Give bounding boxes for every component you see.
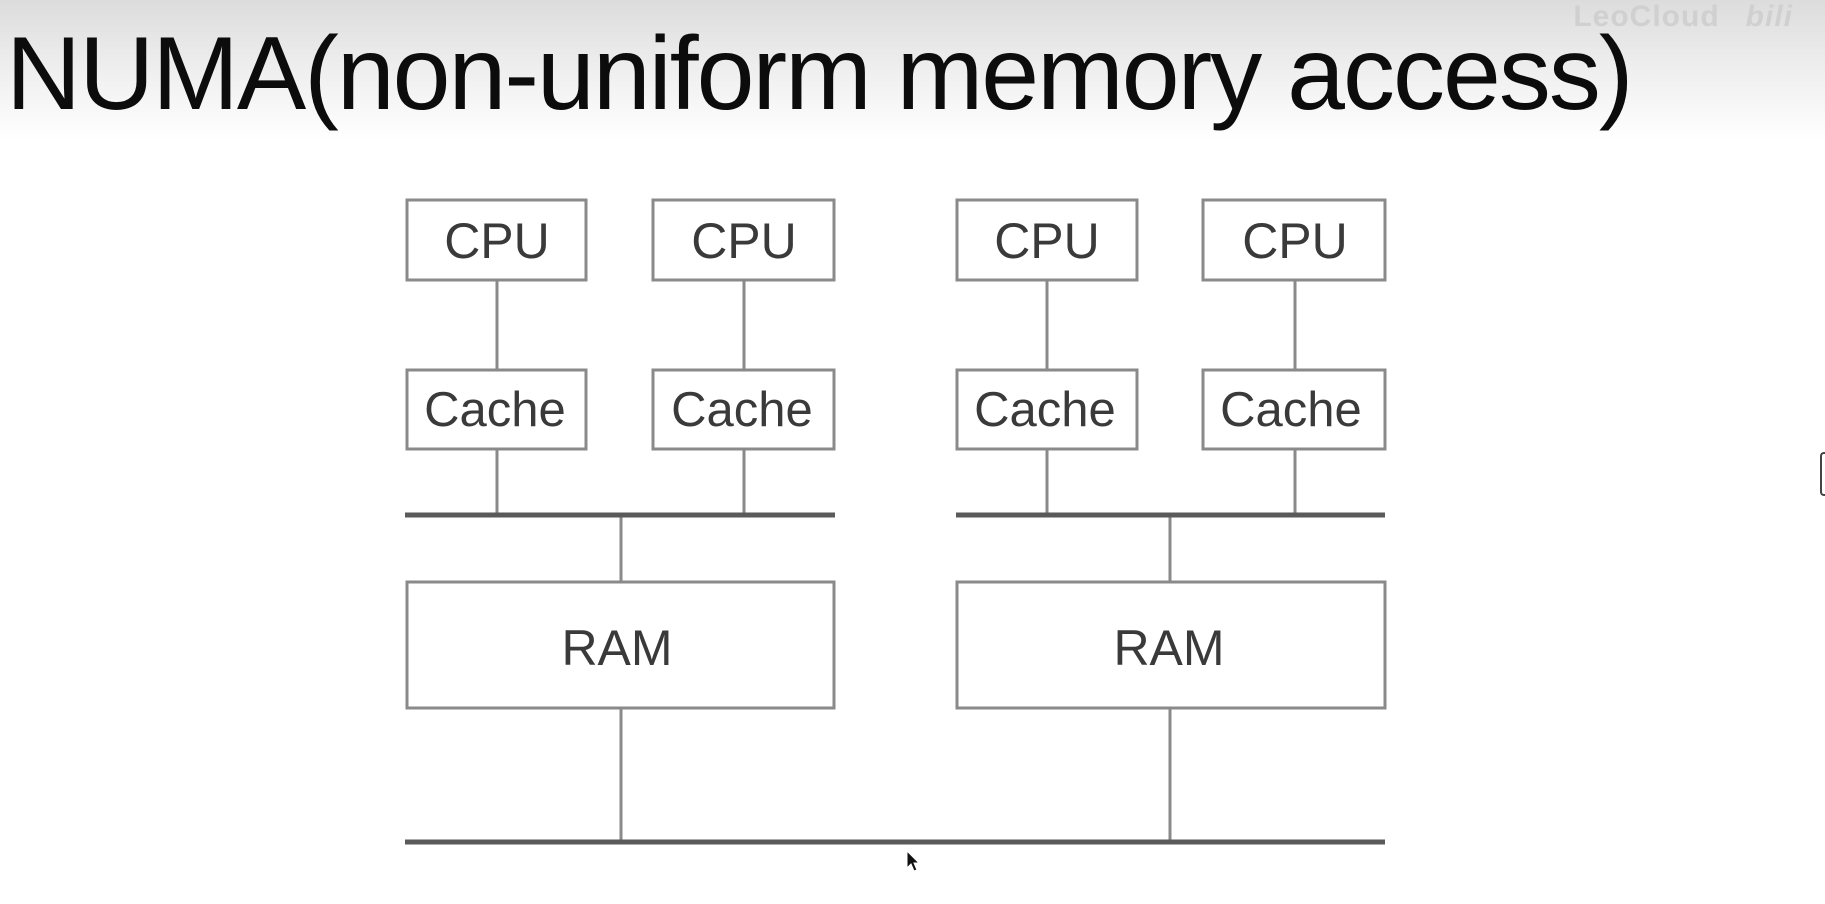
ram-box [955, 580, 1387, 710]
ram-box [405, 580, 836, 710]
box-labels: CPU CPU Cache Cache RAM CPU CPU Cache Ca… [424, 213, 1362, 676]
cache-label: Cache [974, 383, 1116, 437]
cache-label: Cache [424, 383, 566, 437]
mouse-cursor-icon [906, 850, 921, 872]
slide-title: NUMA(non-uniform memory access) [6, 16, 1633, 132]
ram-label: RAM [1113, 620, 1224, 676]
watermark-channel-text: LeoCloud [1573, 0, 1720, 33]
buses [405, 512, 1385, 845]
cpu-label: CPU [691, 213, 797, 269]
ram-label: RAM [561, 620, 672, 676]
side-panel-tab[interactable] [1820, 452, 1825, 496]
bilibili-logo: bili [1745, 0, 1793, 33]
cache-label: Cache [1220, 383, 1362, 437]
cpu-box [405, 198, 588, 282]
cache-label: Cache [671, 383, 813, 437]
cache-box [651, 368, 836, 451]
title-band [0, 0, 1825, 140]
cpu-box [955, 198, 1139, 282]
connectors [495, 280, 1297, 842]
cache-box [955, 368, 1139, 451]
cpu-label: CPU [444, 213, 550, 269]
cache-box [1201, 368, 1387, 451]
cpu-label: CPU [1242, 213, 1348, 269]
cpu-box [651, 198, 836, 282]
cache-box [405, 368, 588, 451]
watermark: LeoCloud bili [1573, 0, 1793, 34]
boxes [405, 198, 1387, 710]
cpu-box [1201, 198, 1387, 282]
cpu-label: CPU [994, 213, 1100, 269]
